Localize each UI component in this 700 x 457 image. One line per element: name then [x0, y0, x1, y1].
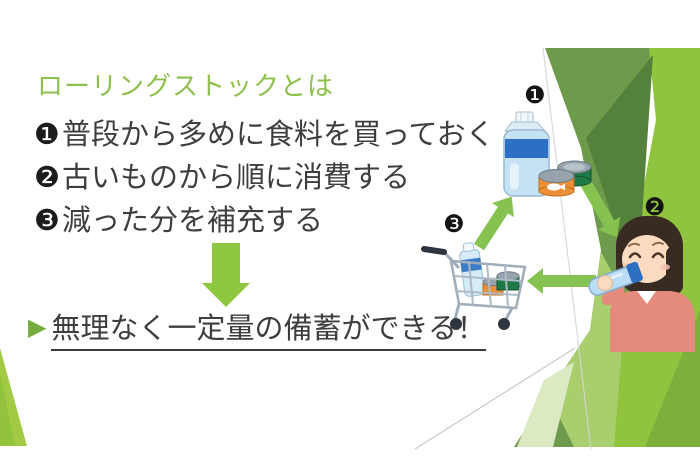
arrow-down-right-icon	[578, 177, 621, 238]
point-text-1: 普段から多めに食料を買っておく	[62, 119, 495, 151]
page-title: ローリングストックとは	[37, 71, 335, 101]
down-block-arrow-icon	[202, 243, 250, 307]
person-drinking-icon	[588, 216, 695, 352]
point-number-3: ❸	[34, 205, 60, 237]
point-number-2: ❷	[34, 162, 60, 194]
point-list: ❶普段から多めに食料を買っておく ❷古いものから順に消費する ❸減った分を補充す…	[34, 114, 495, 243]
point-text-3: 減った分を補充する	[62, 205, 324, 237]
diagram-badge-consume: ❷	[644, 194, 666, 221]
point-item-1: ❶普段から多めに食料を買っておく	[34, 114, 495, 157]
triangle-bullet-icon: ▶	[28, 314, 47, 341]
diagram-badge-restock: ❸	[443, 211, 465, 238]
point-text-2: 古いものから順に消費する	[62, 162, 411, 194]
cycle-arrows	[473, 177, 621, 294]
point-item-2: ❷古いものから順に消費する	[34, 157, 495, 200]
arrow-up-icon	[473, 196, 514, 251]
bottom-left-wedge	[0, 348, 27, 446]
water-bottle-icon	[503, 111, 550, 197]
arrow-left-icon	[527, 268, 596, 294]
point-number-1: ❶	[34, 119, 60, 151]
conclusion-text: 無理なく一定量の備蓄ができる！	[51, 313, 486, 351]
canned-food-icon	[538, 160, 592, 197]
conclusion-line: ▶無理なく一定量の備蓄ができる！	[28, 305, 486, 351]
diagram-badge-buy: ❶	[524, 82, 546, 109]
pinstripe-line	[414, 347, 576, 450]
pinstripe-line-2	[542, 47, 592, 451]
shopping-cart-icon	[421, 242, 527, 330]
point-item-3: ❸減った分を補充する	[34, 200, 495, 243]
